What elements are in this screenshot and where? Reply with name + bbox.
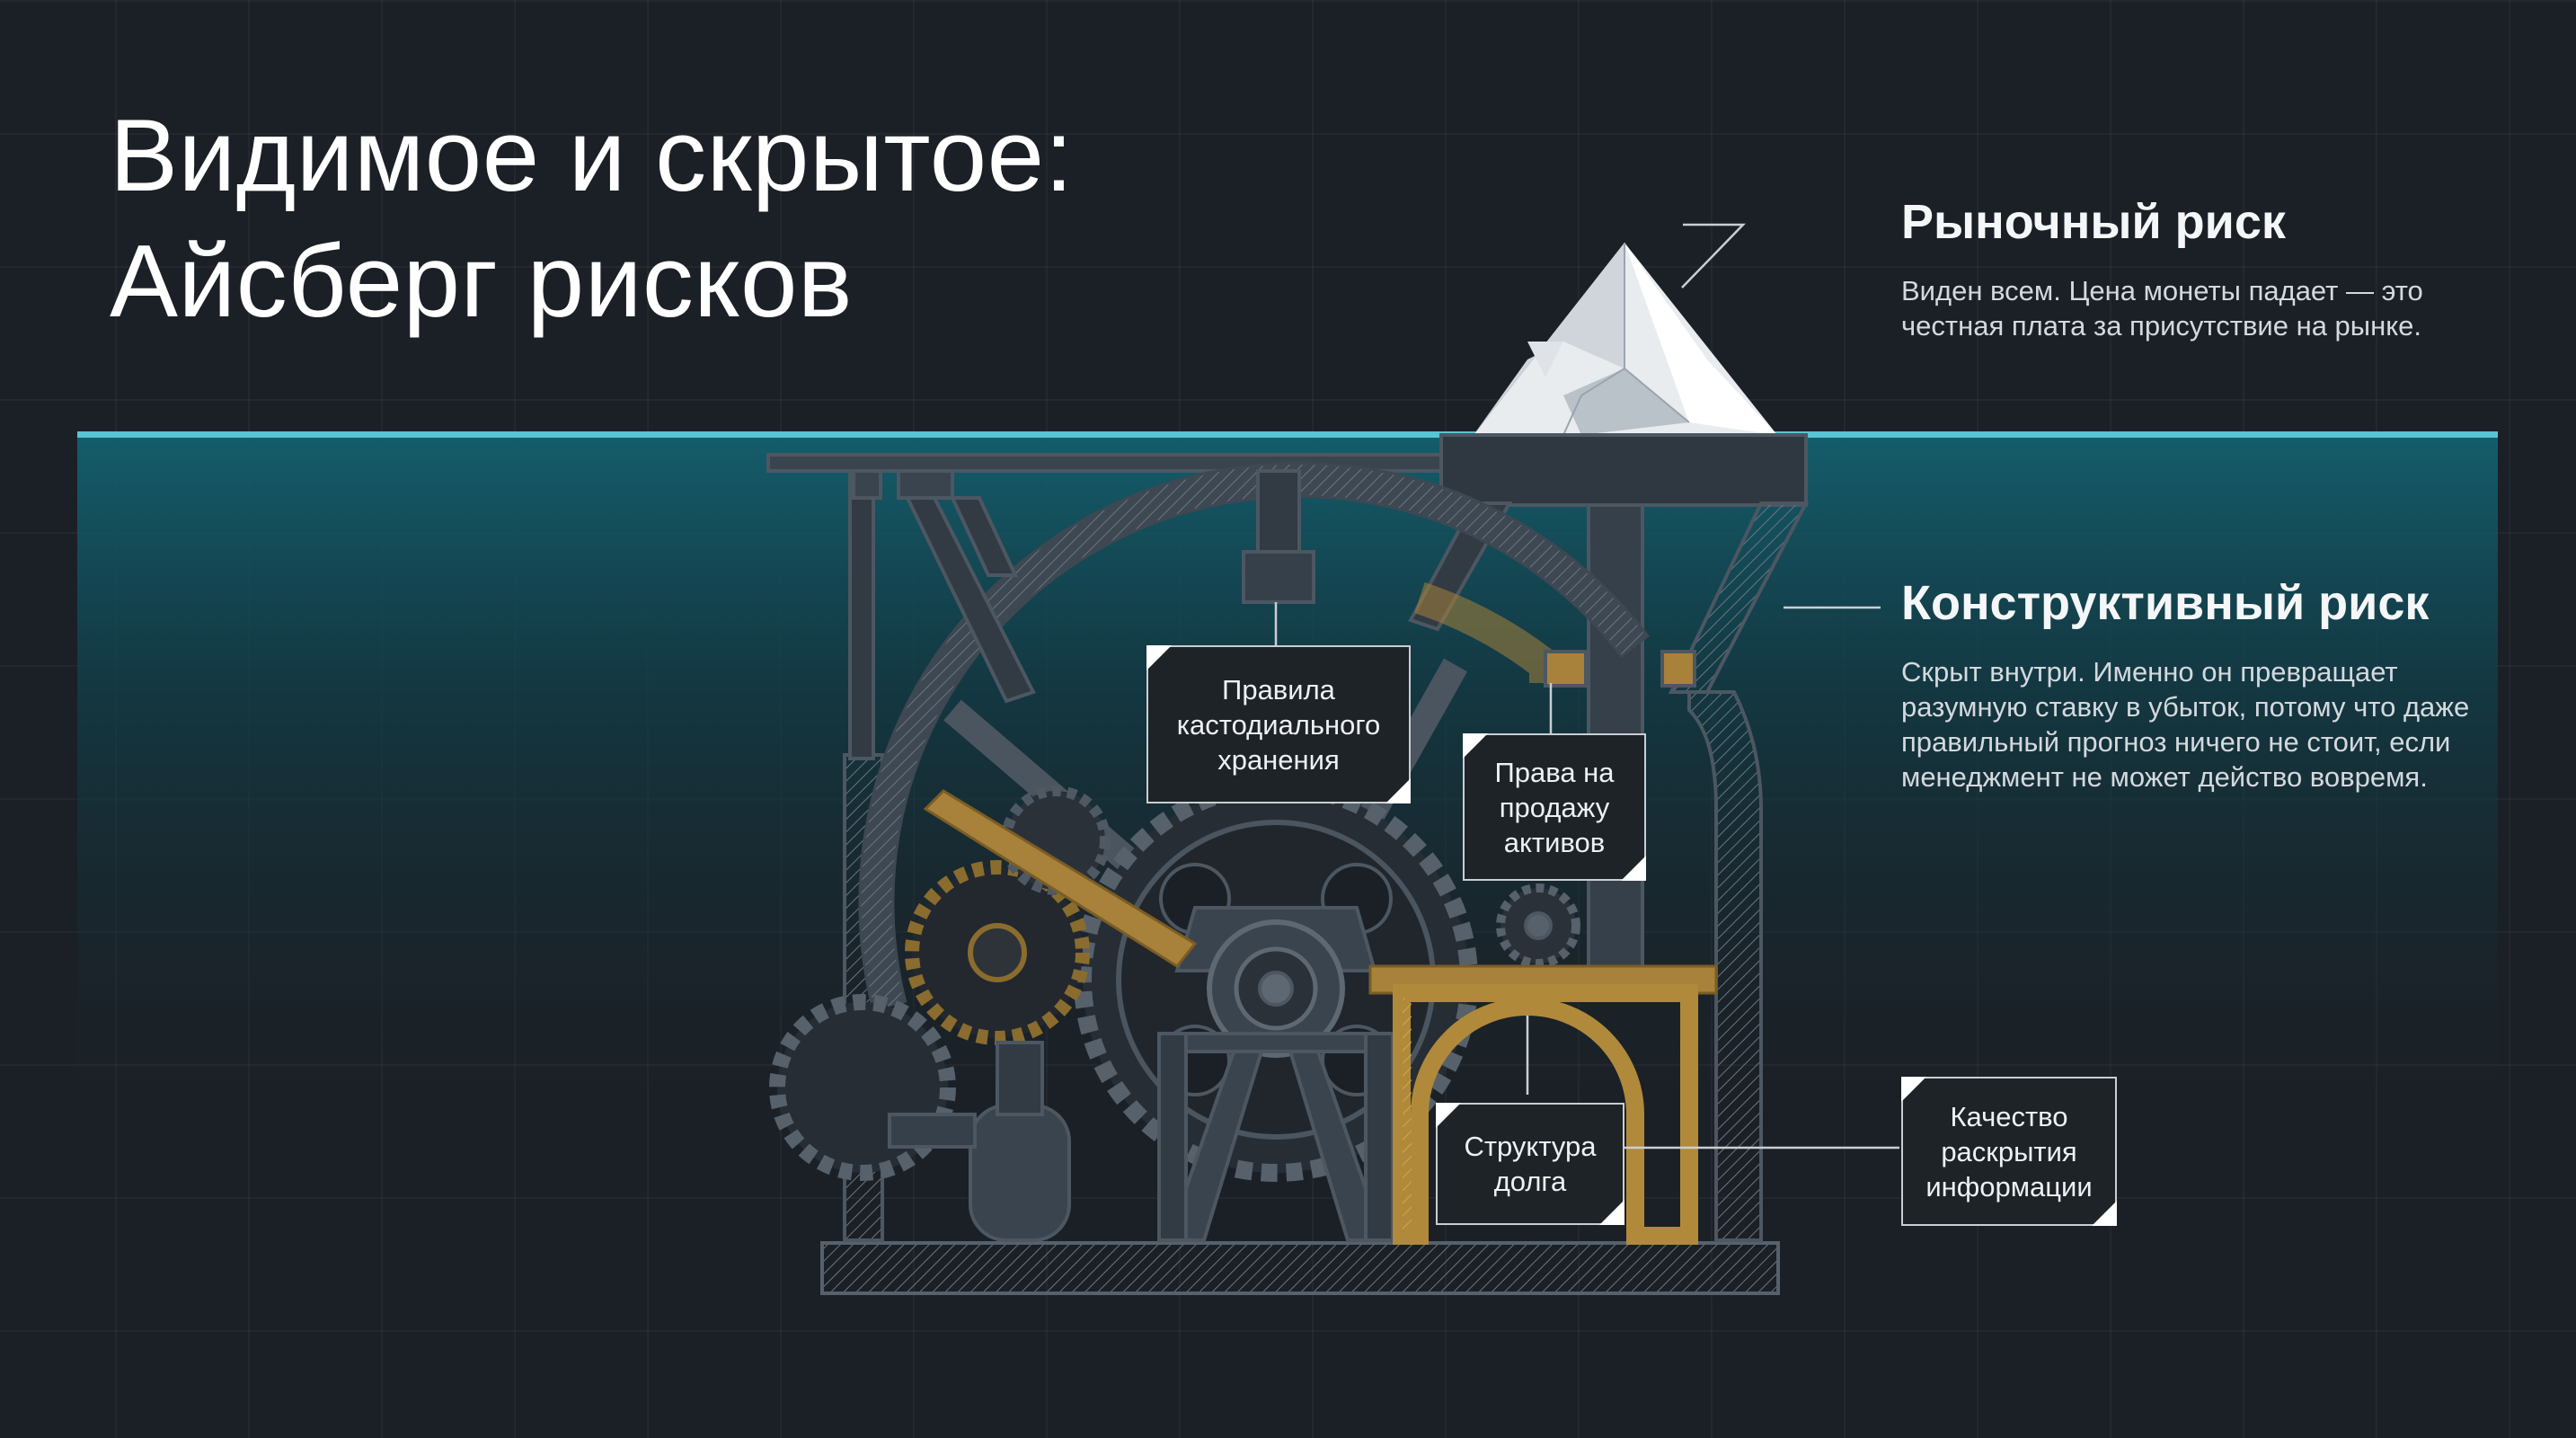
- title-line-1: Видимое и скрытое:: [110, 99, 1074, 213]
- label-sale-rights-text: Права на продажу активов: [1494, 756, 1615, 858]
- label-custody-rules: Правила кастодиального хранения: [1146, 645, 1411, 803]
- top-platform: [1439, 433, 1808, 507]
- label-sale-rights: Права на продажу активов: [1463, 733, 1646, 881]
- label-debt-structure: Структура долга: [1436, 1103, 1624, 1225]
- corner-marker-icon: [1385, 778, 1411, 803]
- machine: [766, 433, 1810, 1295]
- title-line-2: Айсберг рисков: [110, 225, 853, 339]
- label-disclosure-text: Качество раскрытия информации: [1925, 1100, 2093, 1203]
- market-risk-text: Виден всем. Цена монеты падает — это чес…: [1901, 275, 2423, 342]
- waterline: [77, 431, 2498, 438]
- structural-risk-text: Скрыт внутри. Именно он превращает разум…: [1901, 656, 2470, 793]
- corner-marker-icon: [2092, 1201, 2117, 1226]
- structural-risk-heading: Конструктивный риск: [1901, 576, 2430, 630]
- market-risk-heading: Рыночный риск: [1901, 195, 2286, 249]
- machine-base: [820, 1241, 1780, 1295]
- right-column: [1687, 690, 1763, 1242]
- connector-market: [1681, 223, 1746, 288]
- connector-lines: [1274, 223, 1899, 1150]
- corner-marker-icon: [1621, 856, 1646, 881]
- label-disclosure-quality: Качество раскрытия информации: [1901, 1077, 2117, 1226]
- corner-marker-icon: [1146, 645, 1172, 670]
- label-debt-text: Структура долга: [1464, 1131, 1597, 1197]
- gold-lever: [923, 789, 1198, 968]
- label-custody-text: Правила кастодиального хранения: [1176, 673, 1381, 776]
- corner-marker-icon: [1599, 1200, 1624, 1225]
- corner-marker-icon: [1463, 733, 1488, 759]
- corner-marker-icon: [1901, 1077, 1926, 1102]
- iceberg-tip: [1474, 243, 1777, 436]
- page-title: Видимое и скрытое: Айсберг рисков: [110, 93, 1278, 345]
- corner-marker-icon: [1436, 1103, 1461, 1128]
- piston: [969, 1104, 1071, 1242]
